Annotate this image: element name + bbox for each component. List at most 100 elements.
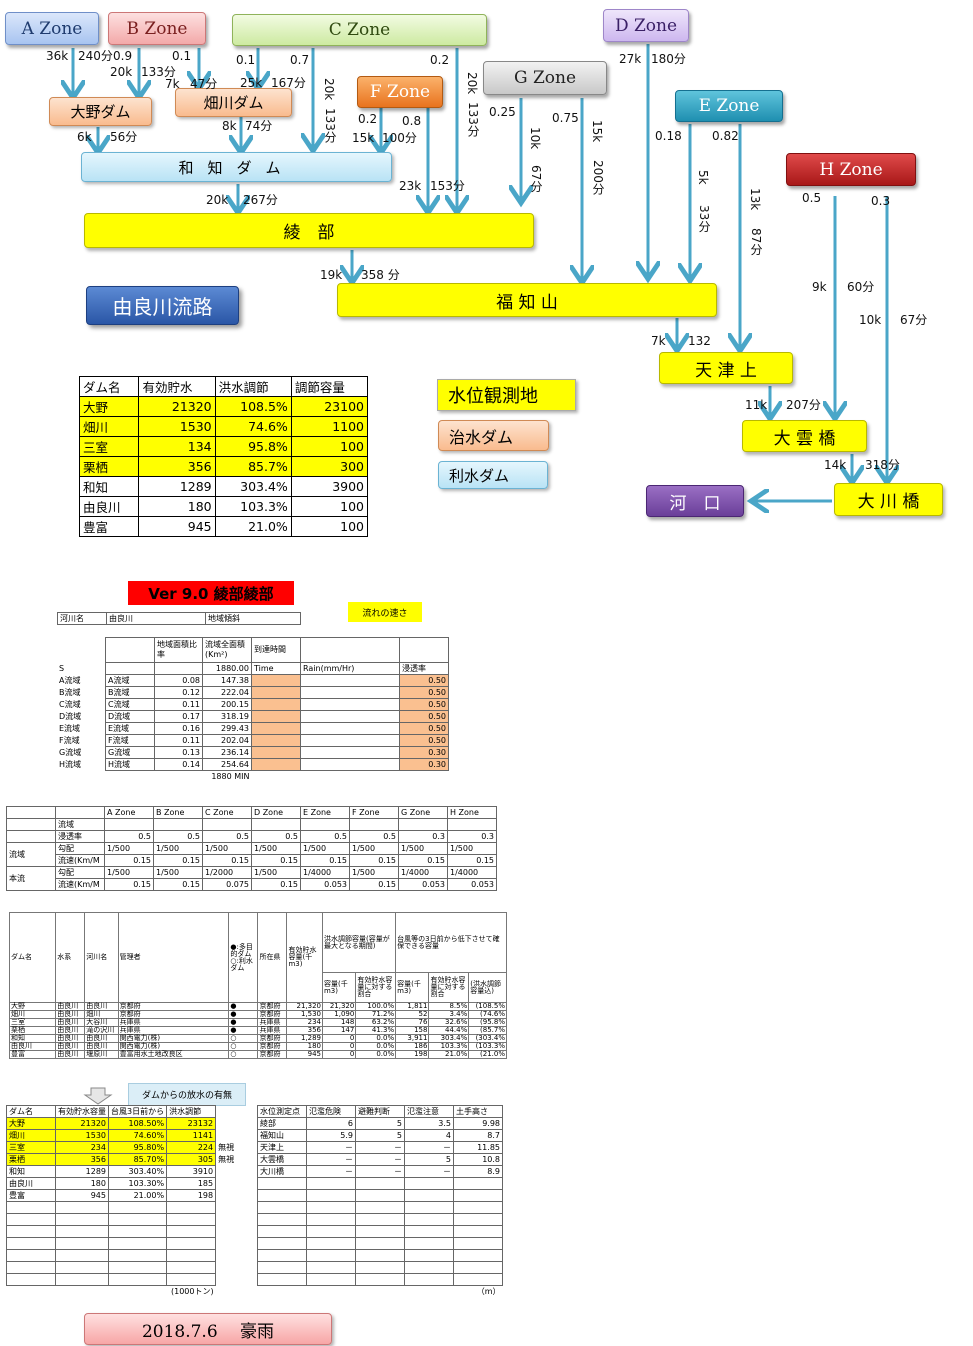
dam-detail-table: ダム名 水系 河川名 管理者 ●:多目的ダム ○:利水ダム 所在県 有効貯水容量… — [8, 912, 507, 1059]
flow-label: 27k — [619, 52, 642, 66]
table-header-row: ダム名 有効貯水 洪水調節 調節容量 — [78, 376, 369, 397]
flow-label: 133分 — [323, 108, 337, 143]
zone-h: H Zone — [786, 153, 916, 186]
flow-label: 13k — [748, 188, 762, 211]
flow-label: 20k — [110, 65, 133, 79]
diagram-title: 由良川流路 — [86, 286, 239, 325]
flow-label: 200分 — [591, 160, 605, 195]
flow-label: 358 分 — [361, 268, 400, 282]
flow-label: 56分 — [110, 130, 138, 144]
flow-label: 0.8 — [402, 114, 422, 128]
flow-label: 87分 — [749, 228, 763, 256]
flow-label: 0.82 — [712, 129, 739, 143]
flow-label: 11k — [745, 398, 768, 412]
dam-ono: 大野ダム — [49, 97, 152, 126]
flow-label: 0.5 — [802, 191, 822, 205]
flow-label: 0.18 — [655, 129, 682, 143]
flow-label: 0.2 — [358, 112, 378, 126]
flow-label: 20k — [465, 72, 479, 95]
zone-g: G Zone — [483, 61, 607, 95]
release-label: ダムからの放水の有無 — [128, 1083, 246, 1106]
flow-label: 25k — [240, 76, 263, 90]
version-banner: Ver 9.0 綾部綾部 — [128, 581, 294, 605]
table-header-row: ダム名有効貯水容量台風3日前から洪水調節 — [6, 1105, 245, 1118]
flow-label: 33分 — [697, 205, 711, 233]
legend-station: 水位観測地 — [437, 379, 576, 411]
down-arrow-icon — [83, 1087, 113, 1105]
flow-label: 10k — [528, 127, 542, 150]
flow-label: 67分 — [529, 165, 543, 193]
flow-label: 74分 — [245, 119, 273, 133]
flow-label: 5k — [696, 170, 710, 185]
table-header-row: 水位測定点氾濫危険避難判断氾濫注意土手高さ — [257, 1105, 503, 1118]
flow-label: 7k — [651, 334, 666, 348]
river-row: 河川名由良川地域傾斜 — [57, 612, 301, 625]
flow-label: 8k — [222, 119, 237, 133]
flow-label: 0.9 — [113, 49, 133, 63]
table-row: 大川橋－－－8.9 — [257, 1165, 503, 1178]
table-header-row: 地域面積比率 流域全面積(Km²) 到達時間 — [57, 637, 449, 663]
flow-label: 267分 — [243, 193, 278, 207]
table-row: 天津上－－－11.85 — [257, 1141, 503, 1154]
column-header: ダム名 — [78, 376, 140, 397]
flow-label: 167分 — [271, 76, 306, 90]
column-header: 洪水調節 — [214, 376, 292, 397]
column-header: 調節容量 — [290, 376, 369, 397]
station-kawaguchi: 河 口 — [646, 485, 744, 517]
flow-label: 153分 — [430, 179, 465, 193]
flow-label: 133分 — [466, 102, 480, 137]
dam-hatakawa: 畑川ダム — [175, 88, 292, 117]
legend-flood-dam: 治水ダム — [438, 420, 549, 451]
flow-label: 0.25 — [489, 105, 516, 119]
flow-label: 15k — [590, 120, 604, 143]
flow-label: 9k — [812, 280, 827, 294]
flow-label: 100分 — [382, 131, 417, 145]
flow-label: 7k — [165, 77, 180, 91]
flow-label: 318分 — [865, 458, 900, 472]
zone-f: F Zone — [357, 76, 443, 108]
table-row: 1880 MIN — [211, 771, 250, 781]
flow-label: 6k — [77, 130, 92, 144]
table-header-row: ダム名 水系 河川名 管理者 ●:多目的ダム ○:利水ダム 所在県 有効貯水容量… — [8, 912, 507, 1003]
column-header: 有効貯水 — [138, 376, 216, 397]
flow-label: 0.3 — [871, 194, 891, 208]
flow-label: 0.7 — [290, 53, 310, 67]
flow-arrows — [0, 44, 973, 530]
speed-label: 流れの速さ — [348, 602, 422, 622]
flow-label: 20k — [206, 193, 229, 207]
footer-event-label: 2018.7.6 豪雨 — [84, 1313, 332, 1345]
table-row: 流域 — [6, 818, 497, 831]
flow-label: 0.2 — [430, 53, 450, 67]
flow-label: 133分 — [141, 65, 176, 79]
zone-a: A Zone — [5, 12, 99, 45]
flow-label: 36k — [46, 49, 69, 63]
flow-label: 0.1 — [172, 49, 192, 63]
flow-label: 207分 — [786, 398, 821, 412]
